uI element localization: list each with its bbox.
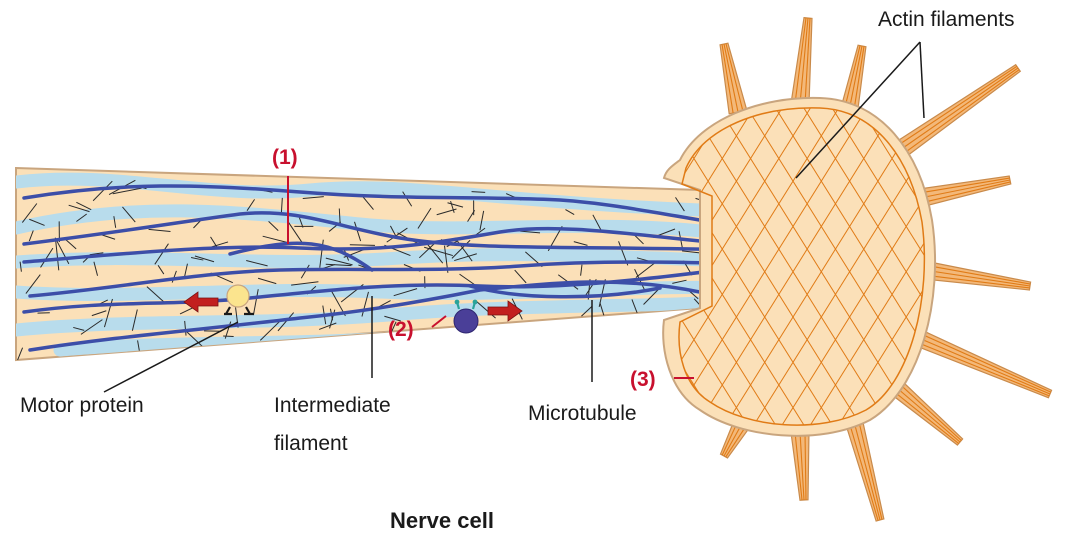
label-intermediate: Intermediate — [274, 394, 391, 417]
marker-2: (2) — [388, 318, 414, 341]
filopodium-actin-bundle — [900, 68, 1018, 150]
actin-fragment — [350, 245, 375, 246]
filopodium-actin-bundle — [897, 66, 1017, 146]
filopodium-actin-bundle — [852, 414, 880, 520]
label-microtubule: Microtubule — [528, 402, 637, 425]
label-filament: filament — [274, 432, 348, 455]
cargo-vesicle — [454, 309, 478, 333]
marker-1: (1) — [272, 146, 298, 169]
marker-3: (3) — [630, 368, 656, 391]
receptor-tip-left — [455, 300, 460, 305]
label-actin-filaments: Actin filaments — [878, 8, 1015, 31]
label-motor-protein: Motor protein — [20, 394, 144, 417]
filopodium — [895, 65, 1020, 158]
motor-vesicle — [227, 285, 249, 307]
receptor-tip-right — [473, 300, 478, 305]
actin-mesh-cross — [679, 108, 924, 425]
filopodium-actin-bundle — [903, 70, 1019, 154]
diagram-title: Nerve cell — [390, 508, 494, 533]
